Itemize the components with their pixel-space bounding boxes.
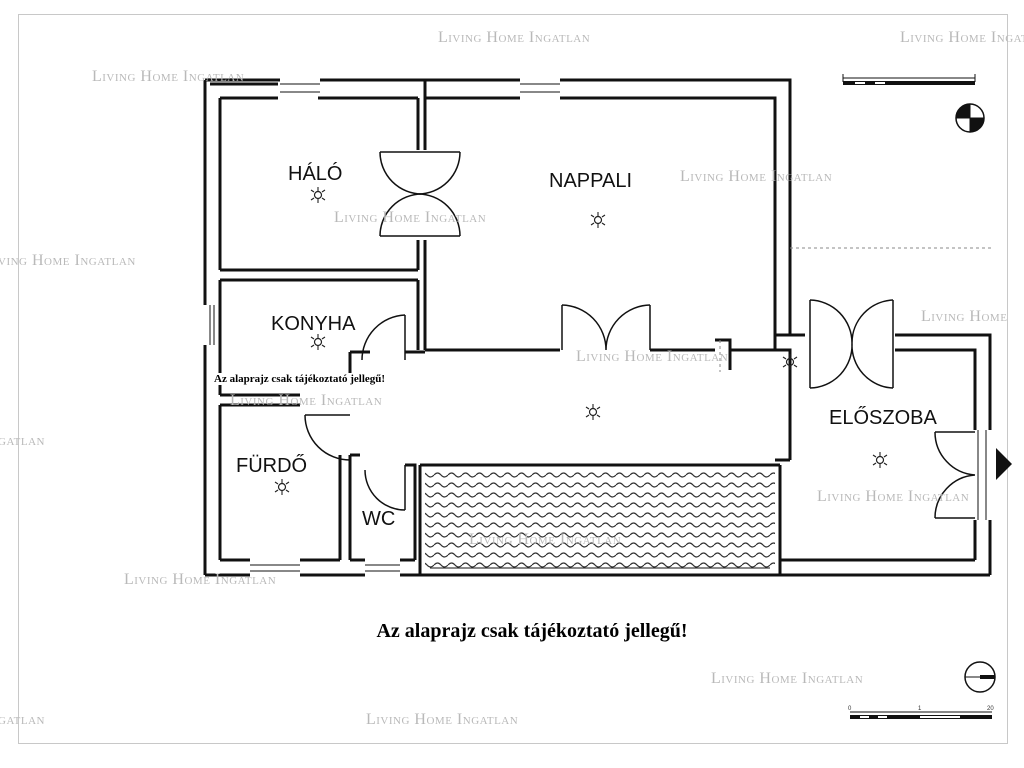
north-arrow-icon: [964, 661, 996, 693]
scale-bar-bottom: 0 1 20: [848, 706, 994, 719]
walls: [203, 78, 992, 577]
ceiling-light-icon: [274, 478, 290, 496]
watermark: Living Home Ingatlan: [576, 348, 729, 365]
scale-bar-mid: 1: [918, 706, 922, 712]
room-label-halo: HÁLÓ: [288, 162, 342, 185]
sheet-frame: [18, 14, 1008, 744]
balcony-hatch: [425, 470, 775, 570]
watermark: Living Home Ingatlan: [124, 571, 277, 588]
ceiling-light-icon: [872, 451, 888, 469]
room-label-furdo: FÜRDŐ: [236, 454, 307, 477]
watermark: Living Home Ingatlan: [900, 29, 1024, 46]
doors: [304, 151, 976, 519]
room-label-nappali: NAPPALI: [549, 170, 632, 192]
watermark: gatlan: [0, 432, 45, 449]
ceiling-light-icon: [585, 403, 601, 421]
scale-bar-top: [842, 74, 976, 85]
room-label-eloszoba: ELŐSZOBA: [829, 406, 937, 429]
guide-lines: [719, 247, 992, 372]
watermark: Living Home Ingatlan: [438, 29, 591, 46]
room-label-konyha: KONYHA: [271, 313, 356, 335]
watermark: Living Home Ingatlan: [469, 531, 622, 548]
watermark: Living Home Ingatlan: [817, 488, 970, 505]
ceiling-light-icon: [310, 186, 326, 204]
entrance-arrow-icon: [996, 448, 1012, 480]
watermark: Living Home Ingatlan: [366, 711, 519, 728]
watermark: Living Home Ingatlan: [230, 392, 383, 409]
room-label-wc: WC: [362, 508, 395, 530]
watermark: Living Home Ingatlan: [711, 670, 864, 687]
disclaimer-main: Az alaprajz csak tájékoztató jellegű!: [376, 620, 688, 642]
watermark: Living Home Ingatlan: [92, 68, 245, 85]
watermark: gatlan: [0, 711, 45, 728]
watermark: Living Home Ingatlan: [680, 168, 833, 185]
watermark: ving Home Ingatlan: [0, 252, 136, 269]
disclaimer-small: Az alaprajz csak tájékoztató jellegű!: [213, 373, 387, 385]
scale-bar-end: 20: [987, 706, 994, 712]
ceiling-light-icon: [590, 211, 606, 229]
watermark: Living Home Ingatlan: [334, 209, 487, 226]
north-arrow-icon: [955, 103, 985, 133]
ceiling-light-icon: [310, 333, 326, 351]
watermark: Living Home: [921, 308, 1008, 325]
scale-bar-start: 0: [848, 706, 852, 712]
